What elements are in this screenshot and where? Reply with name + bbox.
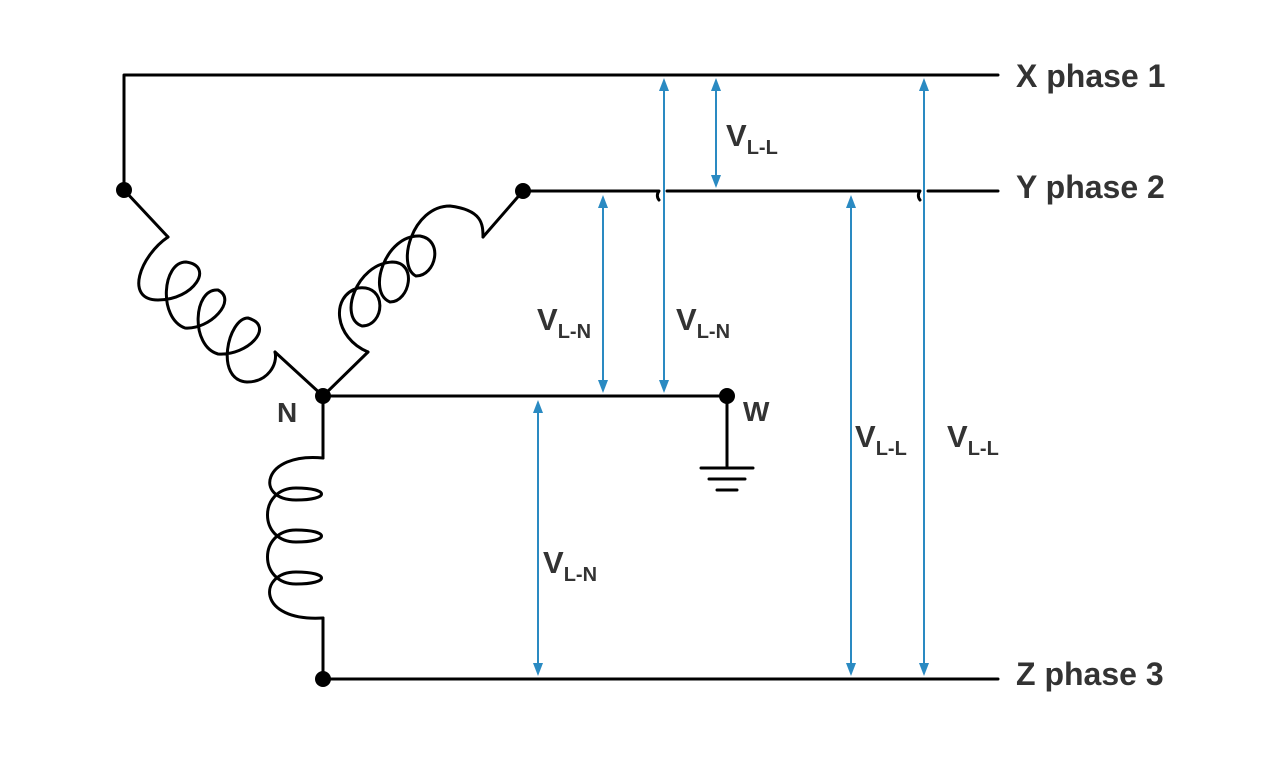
voltage-label-vln: VL-N — [676, 302, 730, 343]
voltage-label-vll: VL-L — [855, 419, 907, 460]
arrow-vln-y-n — [598, 195, 608, 393]
inductor-coil-icon — [137, 235, 278, 384]
terminal-dot — [315, 671, 331, 687]
arrow-vll-y-z — [846, 195, 856, 676]
terminal-dot — [515, 183, 531, 199]
ground-terminal-dot — [719, 388, 735, 404]
phase-1-wire — [122, 73, 1000, 192]
phase-1-label: X phase 1 — [1016, 58, 1165, 94]
neutral-dot — [315, 388, 331, 404]
coil-phase-3 — [266, 456, 325, 620]
neutral-label: N — [277, 397, 297, 428]
coil-phase-1 — [137, 235, 278, 384]
arrow-vll-x-y — [711, 78, 721, 188]
measurement-arrows — [533, 78, 929, 676]
junction-dots — [116, 182, 735, 687]
coil-phase-2 — [337, 204, 485, 354]
inductor-coil-icon — [266, 456, 325, 620]
ground-symbol-icon — [699, 466, 755, 492]
terminal-dot — [116, 182, 132, 198]
wiring — [122, 73, 1000, 681]
voltage-label-vll: VL-L — [947, 419, 999, 460]
voltage-label-vln: VL-N — [543, 545, 597, 586]
phase-2-label: Y phase 2 — [1016, 169, 1165, 205]
arrow-vln-n-z — [533, 400, 543, 676]
phase-3-label: Z phase 3 — [1016, 656, 1164, 692]
arrow-vln-x-n — [659, 78, 669, 393]
phase-2-wire — [521, 189, 1000, 202]
voltage-label-vll: VL-L — [726, 118, 778, 159]
voltage-label-vln: VL-N — [537, 302, 591, 343]
ground-node-label: W — [743, 396, 770, 427]
arrow-vll-x-z — [919, 78, 929, 676]
inductor-coil-icon — [337, 204, 485, 354]
